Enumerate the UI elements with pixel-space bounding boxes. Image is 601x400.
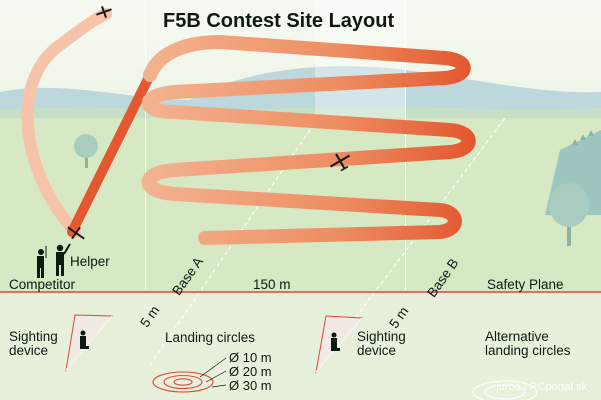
tree-icon bbox=[549, 183, 589, 246]
landing-circles-label: Landing circles bbox=[165, 330, 256, 345]
speed-course-path bbox=[141, 35, 476, 245]
person-icon bbox=[37, 246, 47, 278]
safety-plane-label: Safety Plane bbox=[487, 277, 564, 292]
diameter-10-label: Ø 10 m bbox=[229, 350, 272, 365]
diameter-30-label: Ø 30 m bbox=[229, 378, 272, 393]
sighting-right-label: Sighting device bbox=[357, 329, 406, 359]
alternative-landing-label: Alternative landing circles bbox=[485, 329, 571, 359]
glider-icon bbox=[329, 153, 351, 172]
sighting-triangle-icon bbox=[315, 315, 364, 374]
diameter-20-label: Ø 20 m bbox=[229, 364, 272, 379]
credit-text: juroa | RCportal.sk bbox=[496, 381, 587, 394]
glider-icon bbox=[67, 226, 85, 240]
tree-icon bbox=[74, 134, 98, 168]
launch-run-path bbox=[67, 70, 155, 237]
page-title: F5B Contest Site Layout bbox=[163, 10, 395, 32]
sighting-left-label: Sighting device bbox=[9, 329, 58, 359]
landing-circles bbox=[152, 371, 214, 393]
distance-label: 150 m bbox=[253, 277, 291, 292]
base-b-plane bbox=[405, 0, 406, 290]
leader-30m bbox=[211, 384, 227, 388]
person-icon bbox=[56, 243, 71, 276]
leader-10m bbox=[199, 357, 227, 378]
helper-label: Helper bbox=[70, 254, 110, 269]
alternative-landing-circles bbox=[472, 380, 538, 400]
launch-climb-path bbox=[21, 8, 112, 238]
person-icon bbox=[80, 330, 89, 349]
sighting-triangle-icon bbox=[65, 314, 114, 372]
person-icon bbox=[331, 332, 340, 351]
foreground bbox=[0, 292, 601, 400]
competitor-label: Competitor bbox=[9, 277, 76, 292]
base-a-plane bbox=[145, 0, 146, 290]
glider-icon bbox=[96, 6, 112, 18]
flight-path bbox=[21, 8, 476, 245]
leader-20m bbox=[205, 370, 227, 383]
